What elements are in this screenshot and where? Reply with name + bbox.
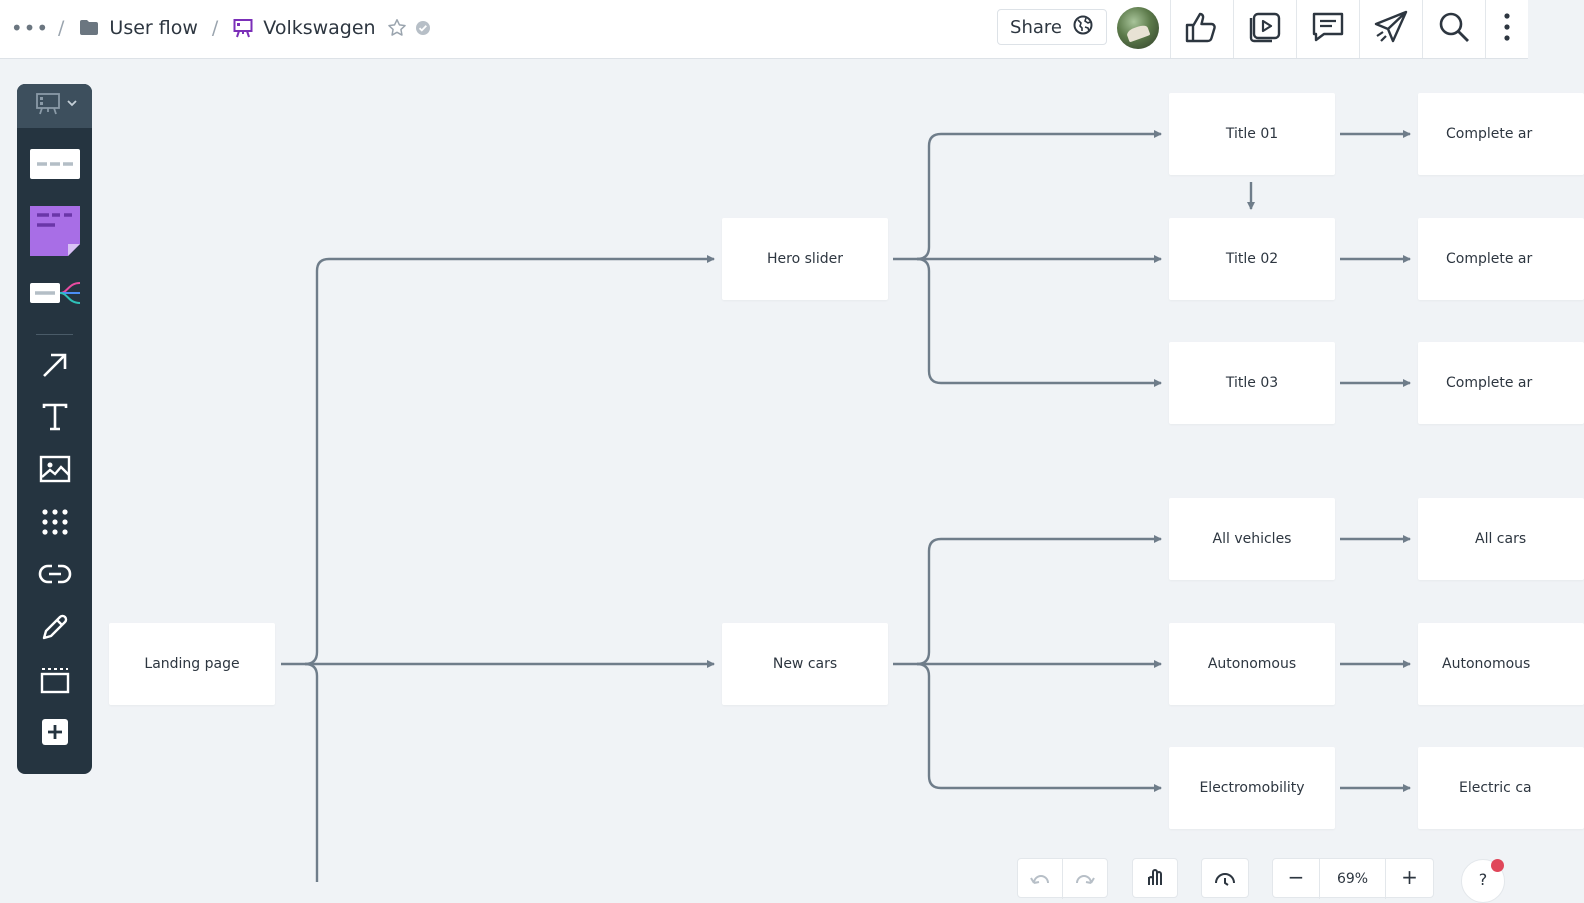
comments-button[interactable] [1296, 0, 1359, 58]
verified-icon [414, 19, 432, 37]
arrow-icon [41, 351, 69, 383]
play-slides-icon [1248, 11, 1282, 47]
node-electromobility[interactable]: Electromobility [1169, 747, 1335, 829]
text-tool[interactable] [17, 402, 92, 436]
mind-map-icon [29, 279, 80, 311]
sticky-note-icon [29, 206, 80, 260]
avatar[interactable] [1117, 7, 1159, 49]
send-button[interactable] [1359, 0, 1422, 58]
node-landing-page[interactable]: Landing page [109, 623, 275, 705]
share-label: Share [1010, 16, 1062, 38]
hand-icon [1133, 859, 1177, 899]
add-tool[interactable] [17, 717, 92, 751]
comment-icon [1311, 11, 1345, 47]
card-tool[interactable] [17, 146, 92, 186]
breadcrumb-separator: / [211, 16, 219, 39]
node-complete-3[interactable]: Complete ar [1418, 342, 1584, 424]
connector-lines [281, 130, 1411, 882]
globe-icon [1072, 14, 1094, 41]
node-complete-2[interactable]: Complete ar [1418, 218, 1584, 300]
share-button[interactable]: Share [997, 9, 1107, 45]
zoom-level[interactable]: 69% [1320, 859, 1386, 899]
left-toolbar [17, 84, 92, 774]
zoom-in-button[interactable]: + [1401, 865, 1418, 889]
presentation-icon [34, 92, 77, 120]
frame-tool[interactable] [17, 665, 92, 699]
undo-redo-group [1017, 858, 1108, 899]
apps-tool[interactable] [17, 507, 92, 541]
more-options-button[interactable] [1485, 0, 1528, 58]
text-icon [41, 403, 69, 435]
breadcrumb-folder-link[interactable]: User flow [109, 16, 198, 39]
node-autonomous[interactable]: Autonomous [1169, 623, 1335, 705]
redo-button[interactable] [1063, 859, 1108, 899]
history-button[interactable] [1201, 858, 1249, 898]
board-selector-button[interactable] [17, 84, 92, 128]
mind-map-tool[interactable] [17, 278, 92, 312]
sticky-note-tool[interactable] [17, 206, 92, 260]
top-bar: ••• / User flow / Volkswagen Share [0, 0, 1528, 59]
node-all-vehicles[interactable]: All vehicles [1169, 498, 1335, 580]
board-canvas[interactable]: Landing page Hero slider New cars Title … [0, 59, 1584, 882]
clock-icon [1202, 859, 1248, 899]
node-new-cars[interactable]: New cars [722, 623, 888, 705]
search-icon [1438, 11, 1470, 47]
paper-plane-icon [1373, 10, 1409, 48]
plus-square-icon [41, 718, 69, 750]
pen-tool[interactable] [17, 612, 92, 646]
node-electric-cars[interactable]: Electric ca [1418, 747, 1584, 829]
node-title-01[interactable]: Title 01 [1169, 93, 1335, 175]
like-button[interactable] [1170, 0, 1233, 58]
hand-tool-button[interactable] [1132, 858, 1178, 898]
pen-icon [40, 612, 70, 646]
zoom-controls: − 69% + [1272, 858, 1434, 899]
star-icon[interactable] [386, 17, 408, 39]
node-title-03[interactable]: Title 03 [1169, 342, 1335, 424]
board-title[interactable]: Volkswagen [263, 16, 376, 39]
node-complete-1[interactable]: Complete ar [1418, 93, 1584, 175]
thumbs-up-icon [1184, 10, 1220, 48]
vertical-dots-icon [1503, 12, 1511, 46]
redo-icon [1075, 873, 1095, 889]
node-autonomous-2[interactable]: Autonomous [1418, 623, 1584, 705]
present-button[interactable] [1233, 0, 1296, 58]
more-menu-button[interactable]: ••• [10, 15, 50, 40]
folder-icon [78, 17, 100, 39]
frame-icon [40, 666, 70, 698]
notification-dot [1491, 859, 1504, 872]
arrow-tool[interactable] [17, 350, 92, 384]
breadcrumb-separator: / [58, 16, 65, 39]
breadcrumb: ••• / User flow / Volkswagen [10, 0, 432, 55]
node-all-cars[interactable]: All cars [1418, 498, 1584, 580]
image-icon [39, 455, 71, 487]
link-tool[interactable] [17, 559, 92, 593]
node-title-02[interactable]: Title 02 [1169, 218, 1335, 300]
image-tool[interactable] [17, 454, 92, 488]
zoom-out-button[interactable]: − [1273, 859, 1320, 899]
undo-button[interactable] [1018, 859, 1063, 899]
search-button[interactable] [1422, 0, 1485, 58]
node-hero-slider[interactable]: Hero slider [722, 218, 888, 300]
undo-icon [1029, 873, 1050, 889]
link-icon [38, 563, 71, 589]
apps-grid-icon [41, 508, 69, 540]
presentation-board-icon [232, 17, 254, 39]
toolbar-divider [36, 334, 73, 335]
card-icon [29, 149, 80, 183]
